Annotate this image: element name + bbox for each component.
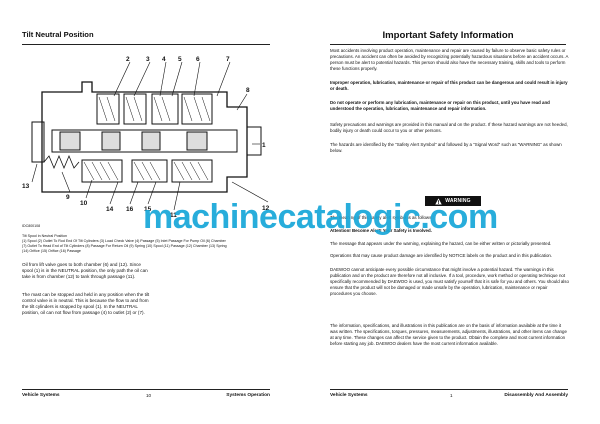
callout-11: 11 (170, 212, 177, 219)
safety-paragraph-1: Most accidents involving product operati… (330, 48, 569, 71)
callout-16: 16 (126, 206, 134, 213)
left-page-number: 10 (146, 393, 152, 398)
callout-5: 5 (178, 56, 182, 63)
safety-paragraph-9: Operations that may cause product damage… (330, 253, 553, 258)
right-footer-rule (330, 389, 568, 390)
callout-15: 15 (144, 206, 152, 213)
left-page: Tilt Neutral Position (22, 30, 270, 398)
warning-signal-word: WARNING (445, 198, 471, 204)
right-page-number: 1 (450, 393, 453, 398)
safety-paragraph-7: Attention! Become Alert! Your Safety is … (330, 228, 432, 233)
callout-6: 6 (196, 56, 200, 63)
tilt-valve-diagram: 2 3 4 5 6 7 8 1 13 9 10 14 16 15 11 12 (22, 56, 270, 219)
right-footer-section: Vehicle Systems (330, 393, 368, 398)
right-footer-chapter: Disassembly And Assembly (504, 393, 568, 398)
callout-4: 4 (162, 56, 166, 63)
safety-paragraph-5: The hazards are identified by the "Safet… (330, 142, 562, 153)
callout-1: 1 (262, 142, 266, 149)
callout-9: 9 (66, 194, 70, 201)
safety-paragraph-10: DAEWOO cannot anticipate every possible … (330, 267, 569, 296)
safety-paragraph-3: Do not operate or perform any lubricatio… (330, 100, 550, 111)
left-footer-chapter: Systems Operation (226, 393, 270, 398)
callout-8: 8 (246, 87, 250, 94)
left-title-rule (22, 44, 270, 45)
figure-caption: Tilt Spool in Neutral Position (1) Spool… (22, 234, 227, 253)
left-paragraph-2: The mast can be stopped and held in any … (22, 292, 150, 316)
safety-paragraph-4: Safety precautions and warnings are prov… (330, 122, 568, 133)
left-footer-section: Vehicle Systems (22, 393, 60, 398)
callout-12: 12 (262, 205, 270, 212)
right-page-title: Important Safety Information (382, 30, 514, 41)
right-page: Important Safety Information Most accide… (300, 0, 600, 424)
safety-paragraph-6: The meaning of this safety alert symbol … (330, 215, 434, 220)
callout-2: 2 (126, 56, 130, 63)
left-paragraph-1: Oil from lift valve goes to both chamber… (22, 262, 148, 280)
safety-paragraph-2: Improper operation, lubrication, mainten… (330, 80, 568, 91)
callout-14: 14 (106, 206, 114, 213)
callout-13: 13 (22, 183, 30, 190)
figure-code: IDC800108 (22, 224, 41, 228)
left-footer-rule (22, 389, 270, 390)
callout-10: 10 (80, 200, 88, 207)
warning-label-box: WARNING (425, 196, 481, 206)
safety-paragraph-11: The information, specifications, and ill… (330, 323, 567, 346)
safety-paragraph-8: The message that appears under the warni… (330, 241, 552, 246)
right-title-rule (330, 44, 566, 45)
callout-7: 7 (226, 56, 230, 63)
safety-alert-triangle-icon (435, 197, 442, 205)
left-page-title: Tilt Neutral Position (22, 30, 94, 39)
watermark: machinecatalogic.com (143, 198, 498, 236)
callout-3: 3 (146, 56, 150, 63)
